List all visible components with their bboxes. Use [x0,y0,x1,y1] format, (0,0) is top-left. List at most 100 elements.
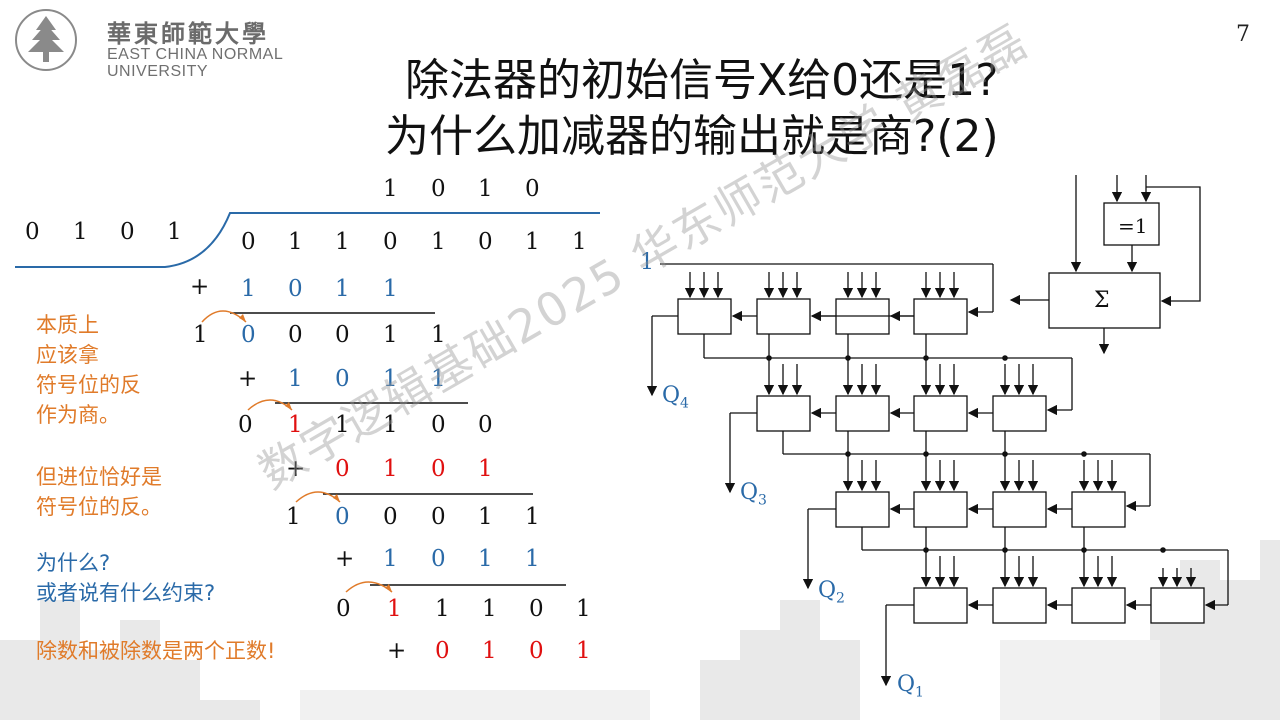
result-digit: 0 [529,596,544,622]
result-digit: 0 [431,412,446,438]
result-digit: 0 [431,504,446,530]
annotation-line: 本质上 [36,313,99,337]
plus-sign: + [190,274,210,300]
result-digit: 1 [383,412,398,438]
adder-sigma-label: Σ [1094,288,1110,313]
addend-digit: 0 [431,456,446,482]
annotation-line: 符号位的反 [36,373,141,397]
annotation-essence: 本质上 应该拿 符号位的反 作为商。 [36,310,141,430]
divisor-digit: 0 [120,219,135,245]
quotient-digit: 1 [383,176,398,202]
title-line2: 为什么加减器的输出就是商?(2) [385,111,999,162]
dividend-digit: 1 [525,229,540,255]
annotation-question: 为什么? 或者说有什么约束? [36,548,215,608]
output-subscript: 4 [680,395,689,412]
output-subscript: 2 [836,590,845,607]
xor-gate-label: =1 [1118,214,1148,238]
logo-english-line1: EAST CHINA NORMAL [107,46,284,63]
output-q3-label: Q3 [740,480,767,508]
quotient-digit: 1 [478,176,493,202]
pine-tree-emblem-icon [15,9,77,71]
addend-digit: 1 [576,638,591,664]
output-q1-label: Q1 [897,672,924,700]
annotation-line: 作为商。 [36,403,120,427]
dividend-digit: 1 [335,229,350,255]
quotient-digit: 0 [431,176,446,202]
result-digit: 0 [238,412,253,438]
dividend-digit: 1 [431,229,446,255]
divisor-digit: 1 [73,219,88,245]
plus-sign: + [335,546,355,572]
result-digit: 0 [478,412,493,438]
logo-english-line2: UNIVERSITY [107,63,209,80]
addend-digit: 1 [335,276,350,302]
addend-digit: 1 [431,366,446,392]
divisor-digit: 0 [25,219,40,245]
addend-digit: 0 [529,638,544,664]
addend-digit: 1 [525,546,540,572]
divisor-digit: 1 [167,219,182,245]
addend-digit: 0 [435,638,450,664]
addend-digit: 1 [482,638,497,664]
output-name: Q [897,672,916,697]
result-digit: 0 [288,322,303,348]
output-q2-label: Q2 [818,578,845,606]
title-line1: 除法器的初始信号X给0还是1? [405,55,999,106]
result-digit: 0 [241,322,256,348]
plus-sign: + [286,456,306,482]
result-digit: 0 [383,504,398,530]
dividend-digit: 0 [383,229,398,255]
addend-digit: 0 [335,456,350,482]
dividend-digit: 0 [478,229,493,255]
addend-digit: 1 [478,546,493,572]
result-digit: 0 [336,596,351,622]
addend-digit: 1 [241,276,256,302]
addend-digit: 0 [335,366,350,392]
annotation-carry: 但进位恰好是 符号位的反。 [36,462,162,522]
annotation-line: 符号位的反。 [36,495,162,519]
output-q4-label: Q4 [662,383,689,411]
addend-digit: 1 [383,456,398,482]
plus-sign: + [238,366,258,392]
output-subscript: 1 [915,684,924,701]
dividend-digit: 1 [288,229,303,255]
plus-sign: + [387,638,407,664]
result-digit: 1 [286,504,301,530]
result-digit: 1 [478,504,493,530]
annotation-line: 或者说有什么约束? [36,581,216,605]
university-logo: 華東師範大學 EAST CHINA NORMAL UNIVERSITY [10,6,310,80]
result-digit: 1 [193,322,208,348]
result-digit: 1 [387,596,402,622]
result-digit: 1 [435,596,450,622]
result-digit: 1 [525,504,540,530]
addend-digit: 0 [288,276,303,302]
result-digit: 1 [288,412,303,438]
result-digit: 1 [482,596,497,622]
annotation-line: 应该拿 [36,343,99,367]
quotient-digit: 0 [525,176,540,202]
output-name: Q [662,383,681,408]
addend-digit: 1 [383,546,398,572]
output-subscript: 3 [758,492,767,509]
page-number: 7 [1236,22,1250,47]
addend-digit: 0 [431,546,446,572]
result-digit: 1 [383,322,398,348]
annotation-line: 但进位恰好是 [36,465,162,489]
result-digit: 1 [576,596,591,622]
addend-digit: 1 [478,456,493,482]
addend-digit: 1 [288,366,303,392]
circuit-input-label: 1 [640,250,654,275]
addend-digit: 1 [383,276,398,302]
annotation-constraint: 除数和被除数是两个正数! [36,639,276,663]
output-name: Q [818,578,837,603]
result-digit: 1 [431,322,446,348]
dividend-digit: 0 [241,229,256,255]
result-digit: 1 [335,412,350,438]
annotation-line: 为什么? [36,551,111,575]
output-name: Q [740,480,759,505]
logo-chinese-name: 華東師範大學 [107,19,269,48]
